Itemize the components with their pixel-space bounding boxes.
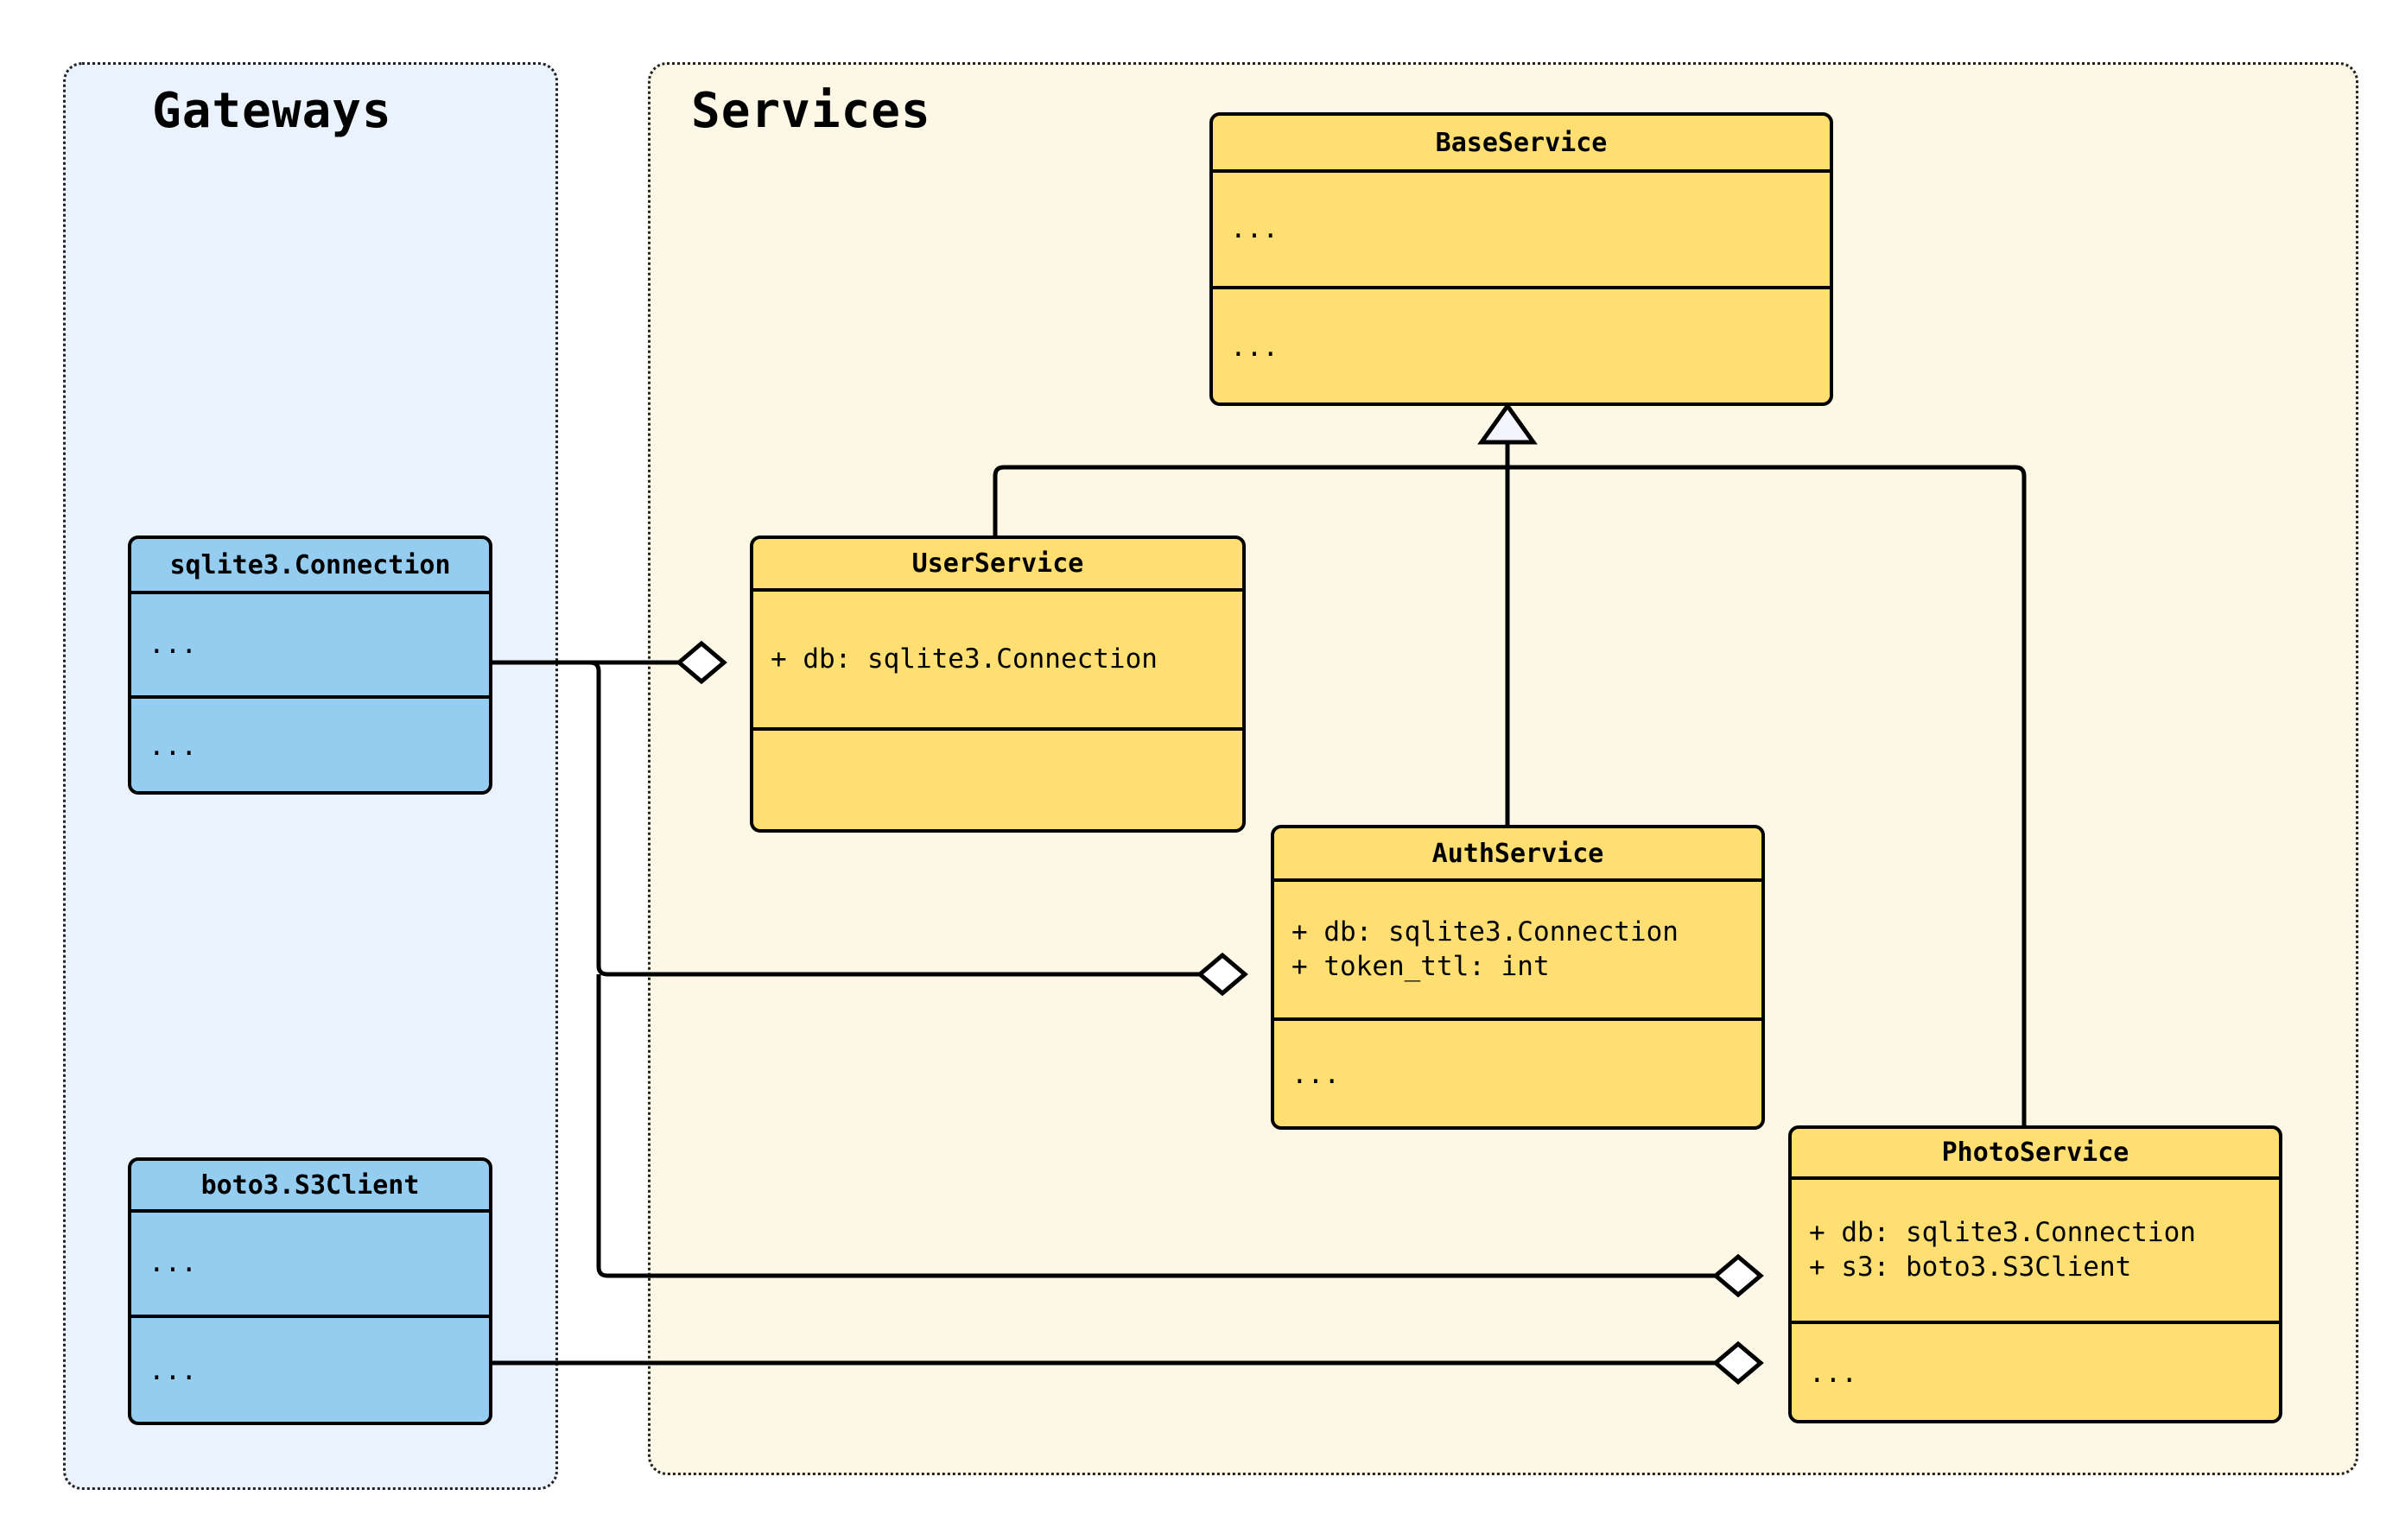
compartment-divider xyxy=(131,1315,489,1318)
attribute-row: + db: sqlite3.Connection xyxy=(771,643,1158,675)
compartment-divider xyxy=(131,1209,489,1213)
class-box-authservice[interactable]: AuthService + db: sqlite3.Connection + t… xyxy=(1271,825,1765,1130)
method-row: ... xyxy=(149,1355,197,1387)
attribute-row: ... xyxy=(149,1247,197,1279)
compartment-divider xyxy=(753,588,1242,592)
compartment-divider xyxy=(1274,1017,1761,1021)
compartment-divider xyxy=(131,695,489,699)
attributes-compartment-authservice: + db: sqlite3.Connection + token_ttl: in… xyxy=(1274,882,1761,1017)
compartment-divider xyxy=(753,727,1242,731)
class-name-authservice: AuthService xyxy=(1431,838,1604,869)
class-name-baseservice: BaseService xyxy=(1435,127,1608,158)
methods-compartment-sqlite3-connection: ... xyxy=(131,699,489,791)
attribute-row: + token_ttl: int xyxy=(1292,950,1550,982)
methods-compartment-userservice xyxy=(753,731,1242,829)
attribute-row: + db: sqlite3.Connection xyxy=(1809,1216,2196,1248)
class-name-photoservice: PhotoService xyxy=(1941,1138,2129,1168)
attribute-row: ... xyxy=(149,628,197,660)
compartment-divider xyxy=(1213,286,1830,289)
class-box-userservice[interactable]: UserService + db: sqlite3.Connection xyxy=(750,536,1246,833)
attributes-compartment-boto3-s3client: ... xyxy=(131,1213,489,1315)
attribute-row: ... xyxy=(1230,212,1279,244)
compartment-divider xyxy=(1274,878,1761,882)
class-name-userservice: UserService xyxy=(911,548,1084,579)
compartment-divider xyxy=(1792,1176,2279,1180)
class-box-baseservice[interactable]: BaseService ... ... xyxy=(1209,112,1833,406)
methods-compartment-baseservice: ... xyxy=(1213,289,1830,402)
attributes-compartment-photoservice: + db: sqlite3.Connection + s3: boto3.S3C… xyxy=(1792,1180,2279,1321)
class-name-sqlite3-connection: sqlite3.Connection xyxy=(169,549,451,580)
method-row: ... xyxy=(1809,1357,1857,1389)
class-box-photoservice[interactable]: PhotoService + db: sqlite3.Connection + … xyxy=(1788,1125,2282,1423)
attributes-compartment-sqlite3-connection: ... xyxy=(131,594,489,695)
method-row: ... xyxy=(1292,1059,1340,1091)
compartment-divider xyxy=(1213,169,1830,173)
attributes-compartment-userservice: + db: sqlite3.Connection xyxy=(753,592,1242,727)
class-box-boto3-s3client[interactable]: boto3.S3Client ... ... xyxy=(128,1157,492,1425)
class-name-boto3-s3client: boto3.S3Client xyxy=(200,1169,420,1201)
methods-compartment-photoservice: ... xyxy=(1792,1324,2279,1420)
method-row: ... xyxy=(1230,331,1279,363)
attribute-row: + db: sqlite3.Connection xyxy=(1292,916,1679,947)
method-row: ... xyxy=(149,730,197,762)
attributes-compartment-baseservice: ... xyxy=(1213,173,1830,286)
attribute-row: + s3: boto3.S3Client xyxy=(1809,1251,2132,1283)
compartment-divider xyxy=(1792,1321,2279,1324)
class-box-sqlite3-connection[interactable]: sqlite3.Connection ... ... xyxy=(128,536,492,795)
compartment-divider xyxy=(131,591,489,594)
package-gateways-title: Gateways xyxy=(152,83,392,139)
package-services-title: Services xyxy=(691,83,931,139)
methods-compartment-boto3-s3client: ... xyxy=(131,1318,489,1422)
methods-compartment-authservice: ... xyxy=(1274,1021,1761,1126)
